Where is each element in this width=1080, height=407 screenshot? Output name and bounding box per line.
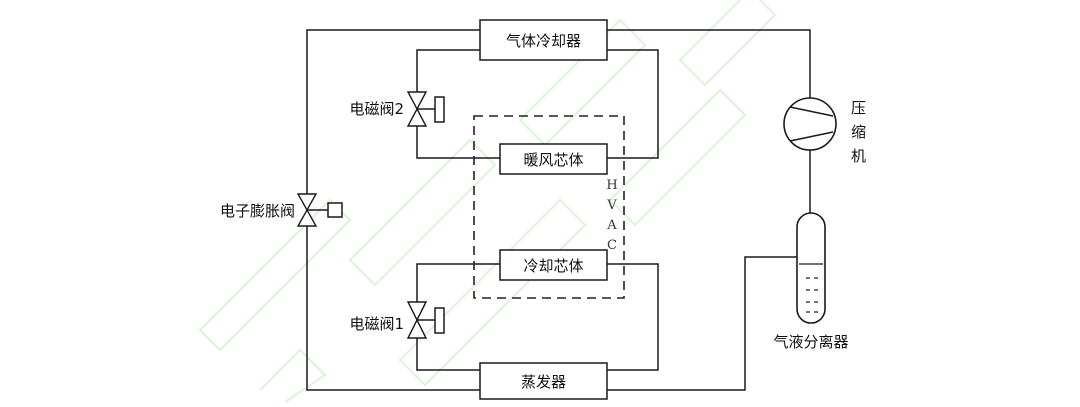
pipe-gascooler-right	[607, 49, 659, 159]
pipe-coolingcore-evaporator	[607, 263, 659, 371]
pipe-top-left	[306, 29, 480, 194]
accumulator: 气液分离器	[773, 212, 849, 351]
pipe-valve1-evaporator	[416, 338, 480, 371]
hvac-enclosure	[473, 115, 625, 299]
evaporator-label: 蒸发器	[521, 373, 566, 391]
cooling-core-label: 冷却芯体	[523, 257, 583, 275]
gas-cooler: 气体冷却器	[479, 19, 608, 61]
pipe-gascooler-compressor	[607, 29, 811, 98]
evaporator: 蒸发器	[479, 362, 608, 400]
pipe-coolingcore-valve1	[416, 263, 500, 302]
pipe-valve2-heatercore	[416, 126, 500, 159]
gas-cooler-label: 气体冷却器	[506, 32, 581, 50]
heater-core-label: 暖风芯体	[523, 151, 583, 169]
expansion-valve-label: 电子膨胀阀	[220, 202, 295, 220]
cooling-core: 冷却芯体	[499, 249, 608, 281]
compressor: 压缩机	[783, 97, 866, 165]
pipe-gascooler-valve2	[416, 49, 480, 92]
piping	[306, 29, 811, 391]
pipe-accumulator-evaporator	[607, 256, 797, 391]
electronic-expansion-valve: 电子膨胀阀	[220, 193, 343, 227]
heater-core: 暖风芯体	[499, 143, 608, 175]
solenoid-valve-1: 电磁阀1	[349, 301, 445, 339]
solenoid-valve-1-label: 电磁阀1	[349, 315, 404, 333]
solenoid-valve-2: 电磁阀2	[349, 91, 445, 127]
pipe-bottom-left	[306, 226, 480, 391]
compressor-label: 压缩机	[851, 99, 866, 165]
solenoid-valve-2-label: 电磁阀2	[349, 100, 404, 118]
accumulator-label: 气液分离器	[773, 333, 848, 351]
